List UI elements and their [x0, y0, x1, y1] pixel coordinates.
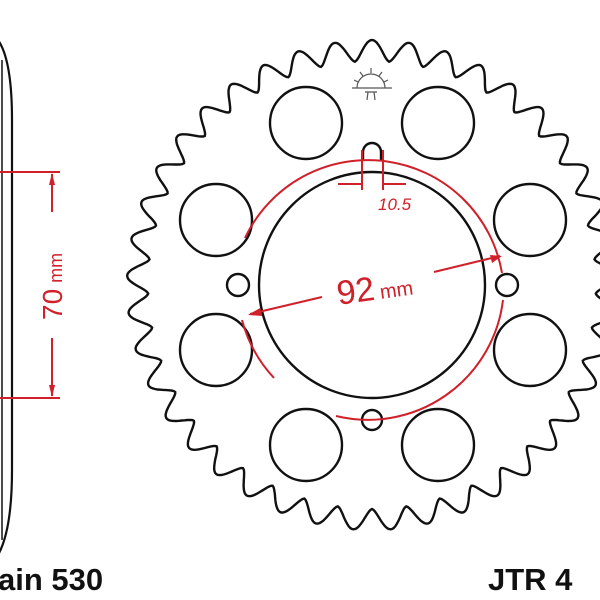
bolt-hole: [225, 272, 251, 298]
bolt-circle-dimension: [241, 150, 504, 421]
sprocket-side-view: [0, 41, 14, 554]
lightening-hole: [400, 407, 476, 483]
bolt-hole: [361, 141, 383, 160]
sprocket-teeth-outline: [125, 38, 600, 531]
lightening-hole: [178, 182, 254, 258]
sun-logo-icon: [352, 68, 392, 101]
part-number-label: JTR 4: [488, 562, 573, 597]
lightening-hole: [492, 182, 568, 258]
lightening-hole: [268, 85, 344, 161]
bolt-circle-label: 92mm: [334, 265, 415, 313]
bolt-hole-label: 10.5: [378, 195, 412, 214]
center-bore: [257, 170, 487, 400]
lightening-hole: [400, 85, 476, 161]
lightening-holes: [178, 85, 568, 483]
bolt-hole: [494, 272, 520, 298]
height-dimension-label: 70mm: [37, 253, 68, 320]
height-dimension: [0, 171, 60, 399]
lightening-hole: [268, 407, 344, 483]
lightening-hole: [178, 312, 254, 388]
lightening-hole: [492, 312, 568, 388]
chain-label: ain 530: [0, 562, 103, 597]
